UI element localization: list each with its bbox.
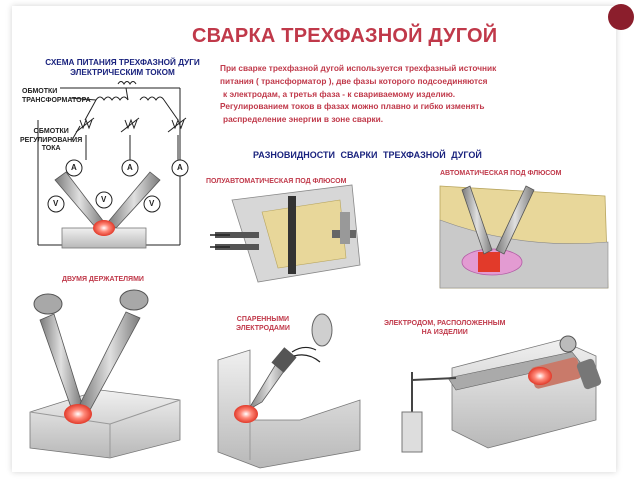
scheme-title-line1: СХЕМА ПИТАНИЯ ТРЕХФАЗНОЙ ДУГИ [45,58,200,67]
ammeter-label-3: A [177,163,183,172]
paired-electrodes-label: СПАРЕННЫМИ ЭЛЕКТРОДАМИ [236,316,290,333]
variants-section-title: РАЗНОВИДНОСТИ СВАРКИ ТРЕХФАЗНОЙ ДУГОЙ [253,150,482,160]
regulation-label-line2: РЕГУЛИРОВАНИЯ [20,136,83,144]
on-part-label-line2: НА ИЗДЕЛИИ [421,328,468,336]
regulation-label-line3: ТОКА [41,145,61,152]
scheme-electrodes [54,171,161,249]
description-line: к электродам, а третья фаза - к сваривае… [223,88,456,99]
regulation-label-line1: ОБМОТКИ [33,128,69,135]
on-part-label-line1: ЭЛЕКТРОДОМ, РАСПОЛОЖЕННЫМ [384,320,506,327]
voltmeters [47,191,161,213]
scheme-title-line2: ЭЛЕКТРИЧЕСКИМ ТОКОМ [70,68,175,77]
ammeters [65,159,189,177]
ammeter-label-2: A [127,163,133,172]
paired-label-line2: ЭЛЕКТРОДАМИ [236,324,290,332]
description-line: питания ( трансформатор ), две фазы кото… [220,75,488,86]
description-line: Регулированием токов в фазах можно плавн… [220,101,485,112]
corner-badge [608,4,634,30]
regulation-windings-label: ОБМОТКИ РЕГУЛИРОВАНИЯ ТОКА [20,128,82,154]
description-line: При сварке трехфазной дугой используется… [220,63,497,73]
semi-auto-label: ПОЛУАВТОМАТИЧЕСКАЯ ПОД ФЛЮСОМ [206,178,347,185]
two-holders-label: ДВУМЯ ДЕРЖАТЕЛЯМИ [62,276,144,283]
semi-auto-illustration [210,184,361,283]
scheme-title: СХЕМА ПИТАНИЯ ТРЕХФАЗНОЙ ДУГИ ЭЛЕКТРИЧЕС… [20,58,225,78]
voltmeter-label-1: V [53,199,59,208]
description-text: При сварке трехфазной дугой используется… [220,62,610,126]
transformer-label-line2: ТРАНСФОРМАТОРА [22,96,91,104]
paired-electrodes-illustration [217,313,361,469]
two-holders-illustration [29,289,181,459]
poster-title: СВАРКА ТРЕХФАЗНОЙ ДУГОЙ [192,25,498,47]
auto-illustration [439,185,609,289]
electrode-on-part-illustration [401,335,602,453]
paired-label-line1: СПАРЕННЫМИ [236,316,290,323]
ammeter-label-1: A [71,163,77,172]
electrode-on-part-label: ЭЛЕКТРОДОМ, РАСПОЛОЖЕННЫМ НА ИЗДЕЛИИ [384,320,505,337]
transformer-label-line1: ОБМОТКИ [22,88,58,95]
transformer-windings-label: ОБМОТКИ ТРАНСФОРМАТОРА [22,88,91,105]
auto-label: АВТОМАТИЧЕСКАЯ ПОД ФЛЮСОМ [440,170,562,177]
voltmeter-label-3: V [149,199,155,208]
description-line: распределение энергии в зоне сварки. [223,114,384,125]
voltmeter-label-2: V [101,195,107,204]
